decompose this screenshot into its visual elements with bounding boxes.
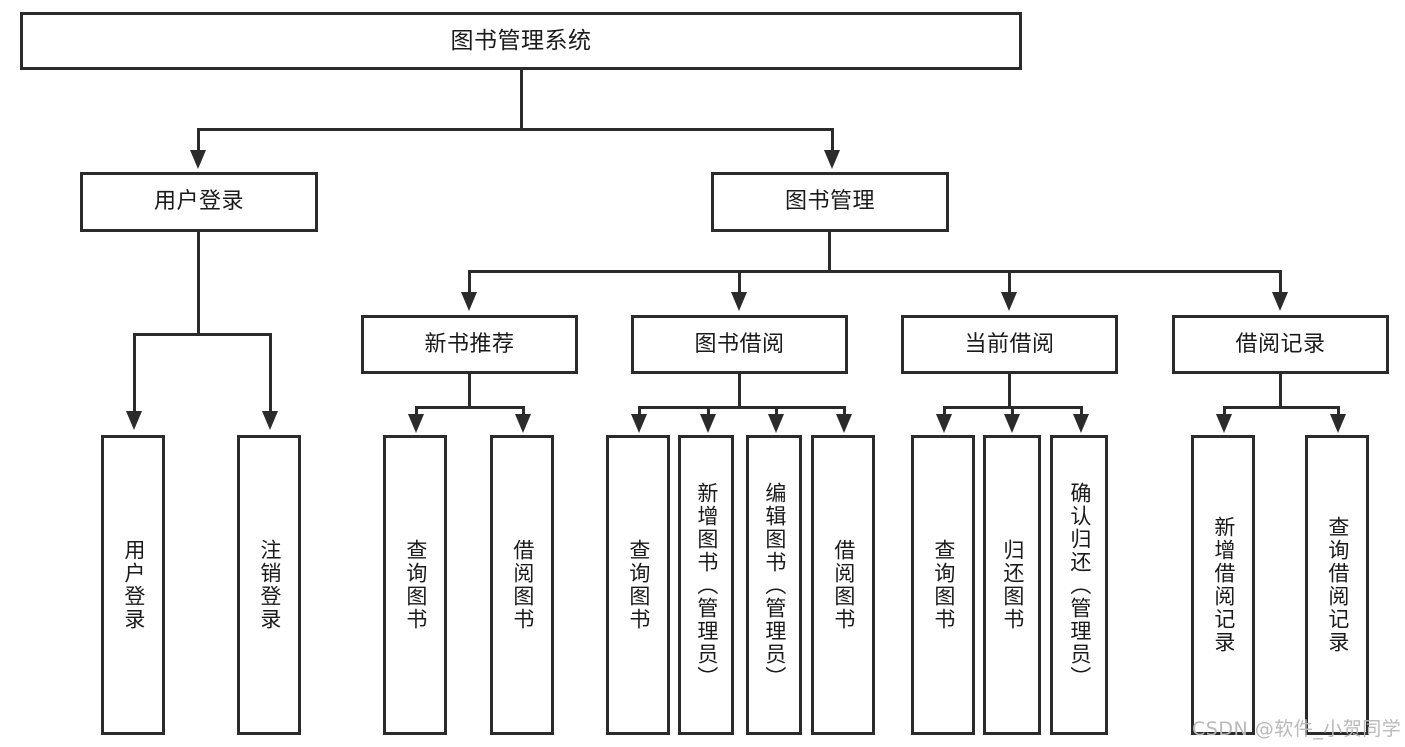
arrow-head-leaf-add-record (1216, 414, 1232, 433)
leaf-return-book[interactable]: 归还图书 (983, 435, 1041, 735)
arrow-head-leaf-query-book-1 (408, 414, 424, 433)
node-label: 新书推荐 (424, 331, 515, 357)
connector-nbr-stem (468, 374, 471, 406)
node-label: 查询图书 (403, 539, 428, 631)
arrow-head-leaf-logout (262, 411, 278, 430)
arrow-head-leaf-user-login (126, 411, 142, 430)
node-label: 借阅图书 (831, 539, 856, 631)
node-label: 用户登录 (153, 189, 244, 215)
node-label: 归还图书 (1000, 539, 1025, 631)
arrow-head-leaf-add-book (700, 414, 716, 433)
node-label: 当前借阅 (964, 331, 1055, 357)
node-book-borrow[interactable]: 图书借阅 (631, 315, 848, 374)
connector-root-drop-right (831, 128, 834, 154)
connector-bb-bar (638, 406, 846, 409)
connector-cb-stem (1008, 374, 1011, 406)
node-root-book-management-system[interactable]: 图书管理系统 (20, 12, 1022, 70)
node-label: 新增借阅记录 (1211, 516, 1236, 654)
connector-bm-drop-3 (1008, 270, 1011, 296)
connector-nbr-drop-2 (522, 406, 525, 418)
leaf-query-borrow-record[interactable]: 查询借阅记录 (1305, 435, 1369, 735)
node-label: 注销登录 (257, 539, 282, 631)
node-new-book-recommend[interactable]: 新书推荐 (361, 315, 578, 374)
connector-bm-drop-1 (468, 270, 471, 296)
connector-root-drop-left (197, 128, 200, 154)
leaf-edit-book-admin[interactable]: 编辑图书（管理员） (746, 435, 802, 735)
connector-user-login-stem (197, 232, 200, 333)
connector-bm-drop-2 (738, 270, 741, 296)
connector-bb-drop-2 (707, 406, 710, 418)
node-label: 借阅记录 (1235, 331, 1326, 357)
arrow-head-new-book-recommend (461, 292, 477, 311)
arrow-head-leaf-borrow-book-2 (836, 414, 852, 433)
connector-book-management-stem (828, 232, 831, 270)
node-label: 图书管理 (784, 189, 875, 215)
arrow-head-book-management (824, 150, 840, 169)
connector-root-bar (197, 128, 833, 131)
arrow-head-leaf-confirm-return (1073, 414, 1089, 433)
node-label: 查询图书 (931, 539, 956, 631)
connector-cb-drop-3 (1080, 406, 1083, 418)
leaf-query-book-current[interactable]: 查询图书 (911, 435, 975, 735)
connector-br-bar (1223, 406, 1340, 409)
leaf-borrow-book-recommend[interactable]: 借阅图书 (490, 435, 554, 735)
arrow-head-leaf-query-record (1330, 414, 1346, 433)
leaf-add-book-admin[interactable]: 新增图书（管理员） (678, 435, 734, 735)
node-label: 借阅图书 (510, 539, 535, 631)
connector-root-stem (520, 70, 523, 128)
arrow-head-leaf-query-book-2 (631, 414, 647, 433)
connector-user-login-drop-2 (269, 333, 272, 415)
node-label: 查询借阅记录 (1325, 516, 1350, 654)
leaf-user-login[interactable]: 用户登录 (101, 435, 165, 735)
leaf-add-borrow-record[interactable]: 新增借阅记录 (1191, 435, 1255, 735)
connector-bb-stem (738, 374, 741, 406)
leaf-logout[interactable]: 注销登录 (237, 435, 301, 735)
arrow-head-leaf-return-book (1004, 414, 1020, 433)
connector-bb-drop-3 (775, 406, 778, 418)
connector-user-login-drop-1 (133, 333, 136, 415)
connector-br-drop-2 (1337, 406, 1340, 418)
leaf-confirm-return-admin[interactable]: 确认归还（管理员） (1050, 435, 1108, 735)
node-borrow-record[interactable]: 借阅记录 (1172, 315, 1389, 374)
arrow-head-user-login (190, 150, 206, 169)
connector-book-management-bar (468, 270, 1282, 273)
node-book-management[interactable]: 图书管理 (711, 172, 949, 232)
arrow-head-leaf-query-book-3 (936, 414, 952, 433)
connector-user-login-bar (133, 333, 272, 336)
node-current-borrow[interactable]: 当前借阅 (901, 315, 1118, 374)
node-label: 确认归还（管理员） (1067, 481, 1092, 689)
leaf-query-book-borrow[interactable]: 查询图书 (606, 435, 670, 735)
node-label: 图书管理系统 (450, 27, 592, 54)
connector-br-drop-1 (1223, 406, 1226, 418)
csdn-watermark: CSDN @软件_小贺同学 (1192, 718, 1402, 740)
connector-nbr-bar (415, 406, 525, 409)
connector-bm-drop-4 (1279, 270, 1282, 296)
node-label: 编辑图书（管理员） (762, 481, 787, 689)
leaf-borrow-book-borrow[interactable]: 借阅图书 (811, 435, 875, 735)
node-label: 图书借阅 (694, 331, 785, 357)
node-label: 新增图书（管理员） (694, 481, 719, 689)
connector-bb-drop-4 (843, 406, 846, 418)
arrow-head-leaf-edit-book (768, 414, 784, 433)
connector-bb-drop-1 (638, 406, 641, 418)
node-user-login[interactable]: 用户登录 (80, 172, 318, 232)
arrow-head-book-borrow (731, 292, 747, 311)
leaf-query-book-recommend[interactable]: 查询图书 (383, 435, 447, 735)
arrow-head-leaf-borrow-book-1 (515, 414, 531, 433)
arrow-head-borrow-record (1272, 292, 1288, 311)
connector-cb-drop-1 (943, 406, 946, 418)
node-label: 查询图书 (626, 539, 651, 631)
connector-br-stem (1279, 374, 1282, 406)
node-label: 用户登录 (121, 539, 146, 631)
arrow-head-current-borrow (1001, 292, 1017, 311)
connector-nbr-drop-1 (415, 406, 418, 418)
connector-cb-drop-2 (1011, 406, 1014, 418)
